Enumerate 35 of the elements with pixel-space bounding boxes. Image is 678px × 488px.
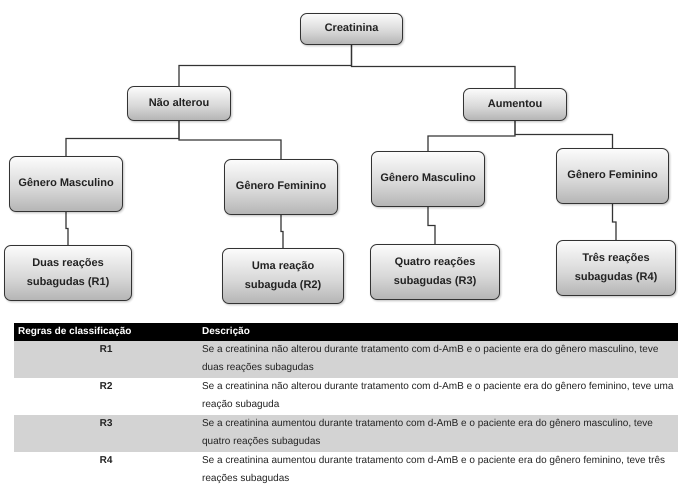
rounded-box bbox=[4, 245, 132, 301]
rounded-box bbox=[222, 248, 344, 304]
connector-line bbox=[178, 121, 282, 159]
connector-line bbox=[65, 212, 69, 245]
rounded-box bbox=[370, 244, 500, 300]
node-label: Gênero Masculino bbox=[380, 171, 476, 186]
node-label: Três reações subagudas (R4) bbox=[574, 250, 658, 285]
connector-line bbox=[280, 215, 284, 248]
node-label: Aumentou bbox=[488, 96, 542, 112]
table-cell: R1 bbox=[14, 341, 198, 378]
node-label: Não alterou bbox=[148, 96, 210, 111]
table-cell: Se a creatinina aumentou durante tratamento com d-AmB e o paciente era do gênero masculino, teve quatro reações subagudas bbox=[198, 415, 678, 452]
table-cell: Se a creatinina não alterou durante tratamento com d-AmB e o paciente era do gênero masculino, teve duas reações subagudas bbox=[198, 341, 678, 378]
header-cell: Descrição bbox=[198, 323, 678, 341]
rounded-box bbox=[463, 88, 567, 121]
connector-line bbox=[514, 121, 614, 148]
header-cell: Regras de classificação bbox=[14, 323, 198, 341]
rounded-box bbox=[300, 13, 403, 45]
node-label: Quatro reações subagudas (R3) bbox=[392, 254, 478, 289]
connector-line bbox=[427, 207, 436, 244]
node-label: Gênero Feminino bbox=[567, 168, 658, 184]
rounded-box bbox=[9, 156, 123, 212]
node-label: Gênero Feminino bbox=[236, 179, 326, 194]
rounded-box bbox=[371, 151, 485, 207]
connector-line bbox=[350, 45, 516, 88]
connector-line bbox=[612, 204, 617, 240]
rounded-box bbox=[127, 86, 231, 121]
node-label: Duas reações subagudas (R1) bbox=[26, 256, 110, 290]
rounded-box bbox=[556, 240, 676, 296]
rounded-box bbox=[556, 148, 669, 204]
node-label: Uma reação subaguda (R2) bbox=[244, 258, 322, 293]
node-label: Creatinina bbox=[324, 21, 378, 36]
table-cell: R3 bbox=[14, 415, 198, 452]
rounded-box bbox=[224, 159, 338, 215]
node-label: Gênero Masculino bbox=[18, 176, 114, 192]
